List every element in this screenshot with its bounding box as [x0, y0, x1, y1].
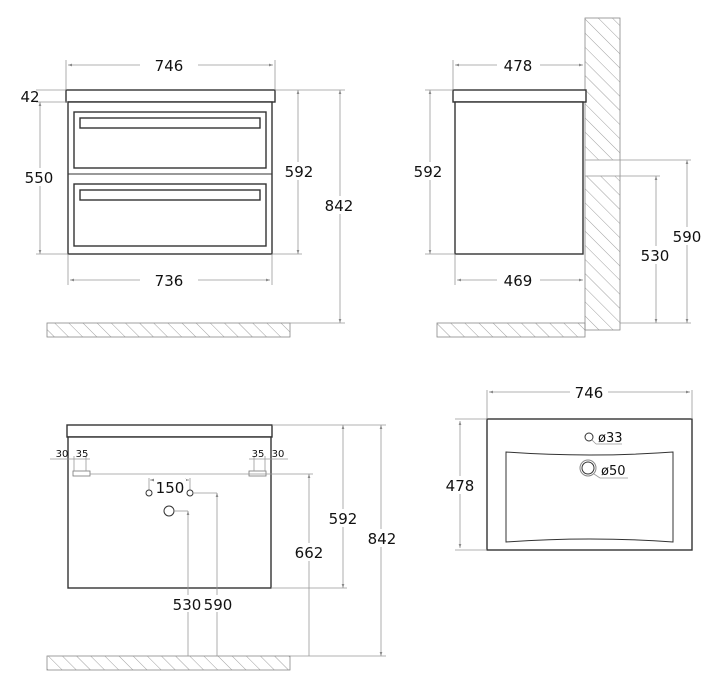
water-pipe-right [186, 489, 194, 497]
dim-top-width: 746 [575, 384, 604, 402]
dim-top-depth: 478 [446, 477, 475, 495]
dim-side-height: 592 [414, 163, 443, 181]
countertop-side [452, 89, 587, 103]
dim-total-height: 842 [325, 197, 354, 215]
tap-hole [584, 432, 594, 442]
floor-hatch [46, 655, 291, 671]
floor-hatch [436, 322, 586, 338]
dim-front-width-top: 746 [155, 57, 184, 75]
drain-hole-label: ø50 [601, 464, 626, 479]
cabinet-side [454, 101, 584, 255]
dim-top-thickness: 42 [20, 88, 39, 106]
countertop-rear [66, 424, 273, 438]
dim-front-width-body: 736 [155, 272, 184, 290]
dim-side-depth-top: 478 [504, 57, 533, 75]
dim-left-offset: 30 [56, 449, 69, 460]
countertop [65, 89, 276, 103]
front-view: 746 42 550 592 842 736 [20, 57, 355, 338]
dim-pipe-spacing: 150 [156, 479, 185, 497]
dim-pipe-low: 530 [641, 247, 670, 265]
drain-pipe [163, 505, 175, 517]
dim-right-offset: 30 [272, 449, 285, 460]
dim-body-height: 550 [25, 169, 54, 187]
hanger-right [248, 470, 267, 477]
dim-rear-total-height: 842 [368, 530, 397, 548]
dim-pipe-height: 590 [204, 596, 233, 614]
dim-pipe-high: 590 [673, 228, 702, 246]
dim-side-depth-body: 469 [504, 272, 533, 290]
floor-hatch [46, 322, 291, 338]
rear-view: 30 35 35 30 150 530 590 662 592 842 [46, 424, 397, 671]
dim-cabinet-height: 592 [285, 163, 314, 181]
side-view: 478 592 469 530 590 [414, 17, 703, 338]
dim-rear-cabinet-height: 592 [329, 510, 358, 528]
drawer-top-handle [79, 117, 261, 129]
dim-right-hanger: 35 [252, 449, 265, 460]
dim-hanger-height: 662 [295, 544, 324, 562]
basin-bowl [505, 451, 674, 543]
drawer-bottom-handle [79, 189, 261, 201]
water-pipe-left [145, 489, 153, 497]
tap-hole-label: ø33 [598, 431, 623, 446]
dim-drain-height: 530 [173, 596, 202, 614]
dim-left-hanger: 35 [76, 449, 89, 460]
drain-hole [581, 461, 595, 475]
hanger-left [72, 470, 91, 477]
pipe-section [584, 159, 621, 177]
top-view: 746 478 ø33 ø50 [444, 384, 693, 551]
